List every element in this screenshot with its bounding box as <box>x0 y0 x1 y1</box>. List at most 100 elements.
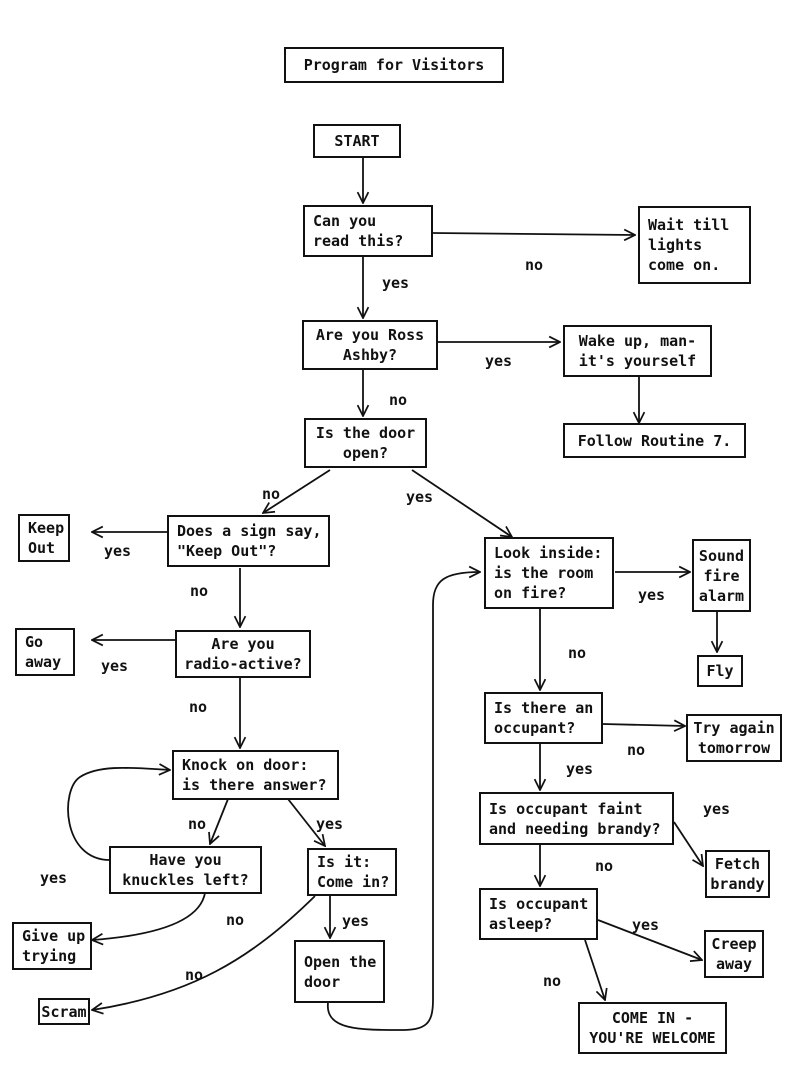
node-text-line: Have you <box>149 851 222 869</box>
edge-label-door-yes: yes <box>406 488 434 506</box>
edge-label-faint-no: no <box>595 857 614 875</box>
edge-knuckles-knock <box>67 768 170 861</box>
edge-knock-comein <box>287 798 325 846</box>
edge-label-knuckles-yes: yes <box>40 869 68 887</box>
edge-label-sign-no: no <box>190 582 209 600</box>
edge-label-asleep-no: no <box>543 972 562 990</box>
edge-knock-knuckles <box>210 798 229 844</box>
node-text-line: it's yourself <box>578 352 697 370</box>
edge-asleep-welcome <box>584 939 605 1000</box>
node-text-line: radio-active? <box>184 655 302 673</box>
node-text-line: door <box>304 972 341 991</box>
node-text-line: Sound <box>698 546 745 565</box>
edge-opendoor-look <box>327 572 480 1031</box>
node-text-line: trying <box>22 947 77 965</box>
node-text-line: Give up <box>22 927 86 945</box>
node-text-line: COME IN - <box>611 1009 694 1027</box>
node-knock: Knock on door:is there answer? <box>172 750 339 800</box>
edge-label-read-yes: yes <box>382 274 410 292</box>
node-text-line: is there answer? <box>182 776 327 794</box>
node-fly: Fly <box>697 655 743 687</box>
edge-door-look <box>411 469 512 537</box>
edge-label-ross-yes: yes <box>485 352 513 370</box>
node-routine: Follow Routine 7. <box>563 423 746 458</box>
node-text-line: lights <box>648 236 703 254</box>
node-text-line: Keep <box>28 519 65 537</box>
edge-label-knock-yes: yes <box>316 815 344 833</box>
edge-label-knock-no: no <box>188 815 207 833</box>
node-text-line: Can you <box>313 212 377 230</box>
node-text-line: fire <box>703 566 740 585</box>
node-text-line: Scram <box>41 1002 87 1021</box>
edge-label-read-no: no <box>525 256 544 274</box>
node-text-line: Creep <box>711 935 757 953</box>
node-text-line: read this? <box>313 232 404 250</box>
node-text-line: Ashby? <box>342 346 398 364</box>
node-text-line: brandy <box>710 875 765 893</box>
node-text-line: knuckles left? <box>122 871 249 889</box>
edge-label-asleep-yes: yes <box>632 916 660 934</box>
node-text-line: tomorrow <box>697 739 771 757</box>
node-text-line: Fetch <box>714 855 761 873</box>
node-text-line: alarm <box>698 586 745 605</box>
edge-knuckles-giveup <box>92 892 206 940</box>
edge-faint-brandy <box>673 821 703 866</box>
title-box: Program for Visitors <box>284 47 504 83</box>
edge-door-sign <box>263 469 331 513</box>
edge-label-comein-yes: yes <box>342 912 370 930</box>
node-text-line: Follow Routine 7. <box>577 431 732 450</box>
edge-label-knuckles-no: no <box>226 911 245 929</box>
edge-label-sign-yes: yes <box>104 542 132 560</box>
node-giveup: Give up trying <box>12 922 92 970</box>
node-text-line: Look inside: <box>494 544 603 562</box>
node-knuckles: Have you knuckles left? <box>109 846 262 894</box>
node-text-line: away <box>715 955 753 973</box>
title-text: Program for Visitors <box>303 56 485 74</box>
edge-asleep-creep <box>597 919 702 960</box>
node-tryagain: Try again tomorrow <box>686 714 782 762</box>
edge-occupant-tryagain <box>602 724 685 726</box>
node-wait: Wait till lights come on. <box>638 206 751 284</box>
node-sign: Does a sign say,"Keep Out"? <box>167 515 330 567</box>
node-text-line: Out <box>28 539 56 557</box>
edge-label-door-no: no <box>262 485 281 503</box>
node-text-line: Wait till <box>648 216 730 234</box>
node-text-line: Open the <box>304 952 377 971</box>
node-text-line: Are you Ross <box>315 326 425 344</box>
edge-label-comein-no: no <box>185 966 204 984</box>
edge-label-look-yes: yes <box>638 586 666 604</box>
node-text-line: asleep? <box>489 915 553 933</box>
edge-label-radio-no: no <box>189 698 208 716</box>
node-text-line: Try again <box>693 719 775 737</box>
node-text-line: occupant? <box>494 719 576 737</box>
node-text-line: open? <box>342 444 389 462</box>
node-text-line: Is occupant <box>489 895 589 913</box>
node-read: Can you read this? <box>303 205 433 257</box>
node-radio: Are you radio-active? <box>175 630 311 678</box>
node-text-line: come on. <box>648 256 721 274</box>
edge-label-occupant-no: no <box>627 741 646 759</box>
node-text-line: is the room <box>494 564 594 582</box>
node-text-line: Is occupant faint <box>489 799 643 818</box>
node-start: START <box>313 124 401 158</box>
edge-label-faint-yes: yes <box>703 800 731 818</box>
node-text-line: Are you <box>211 635 275 653</box>
edge-label-occupant-yes: yes <box>566 760 594 778</box>
node-wake: Wake up, man-it's yourself <box>563 325 712 377</box>
node-text-line: Is it: <box>317 853 372 871</box>
edge-comein-scram <box>92 895 316 1010</box>
node-text-line: Fly <box>706 662 734 680</box>
edge-label-look-no: no <box>568 644 587 662</box>
node-welcome: COME IN -YOU'RE WELCOME <box>578 1002 727 1054</box>
node-asleep: Is occupant asleep? <box>479 888 598 940</box>
